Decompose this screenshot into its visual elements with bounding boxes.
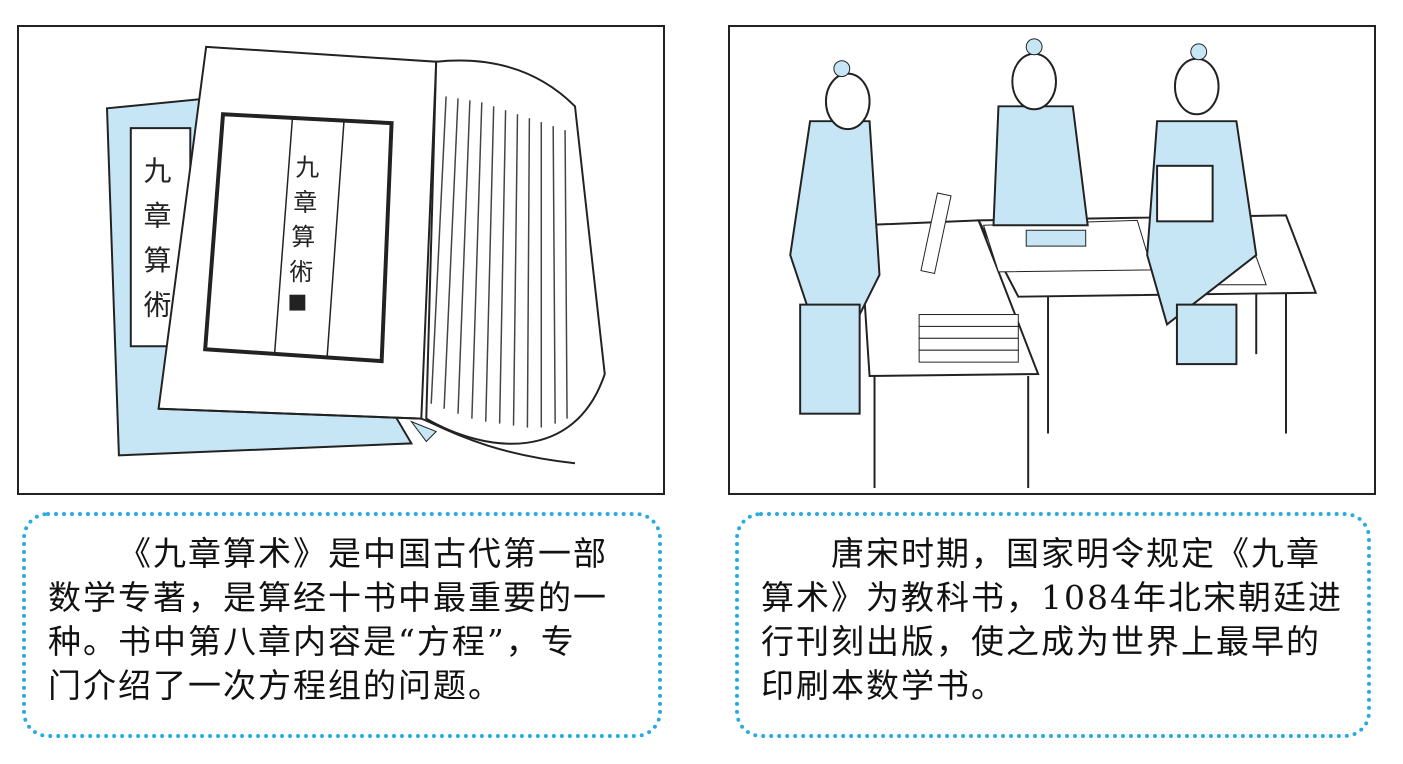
caption-line: 算术》为教科书，1084年北宋朝廷进 [761,578,1343,617]
illustration-book: 九 章 算 術 九 章 算 術 [17,25,665,495]
caption-line: 种。书中第八章内容是“方程”，专 [48,622,576,661]
svg-text:術: 術 [144,289,172,322]
front-cover-title: 九 [295,154,319,182]
svg-text:章: 章 [144,199,172,232]
book-drawing: 九 章 算 術 九 章 算 術 [105,45,606,465]
caption-line: 门介绍了一次方程组的问题。 [48,666,503,705]
svg-text:章: 章 [293,188,317,216]
caption-line: 唐宋时期，国家明令规定《九章 [831,534,1321,573]
svg-text:術: 術 [289,258,313,286]
caption-line: 行刊刻出版，使之成为世界上最早的 [761,622,1321,661]
printing-drawing [789,38,1318,489]
caption-right: 唐宋时期，国家明令规定《九章 算术》为教科书，1084年北宋朝廷进 行刊刻出版，… [735,512,1371,738]
caption-line: 印刷本数学书。 [761,666,1006,705]
svg-text:算: 算 [291,223,315,251]
caption-line: 《九章算术》是中国古代第一部 [118,534,608,573]
back-cover-title: 九 [144,155,172,188]
caption-left: 《九章算术》是中国古代第一部 数学专著，是算经十书中最重要的一 种。书中第八章内… [22,512,662,738]
caption-line: 数学专著，是算经十书中最重要的一 [48,578,608,617]
illustration-printing [728,25,1376,495]
svg-text:算: 算 [144,244,172,277]
